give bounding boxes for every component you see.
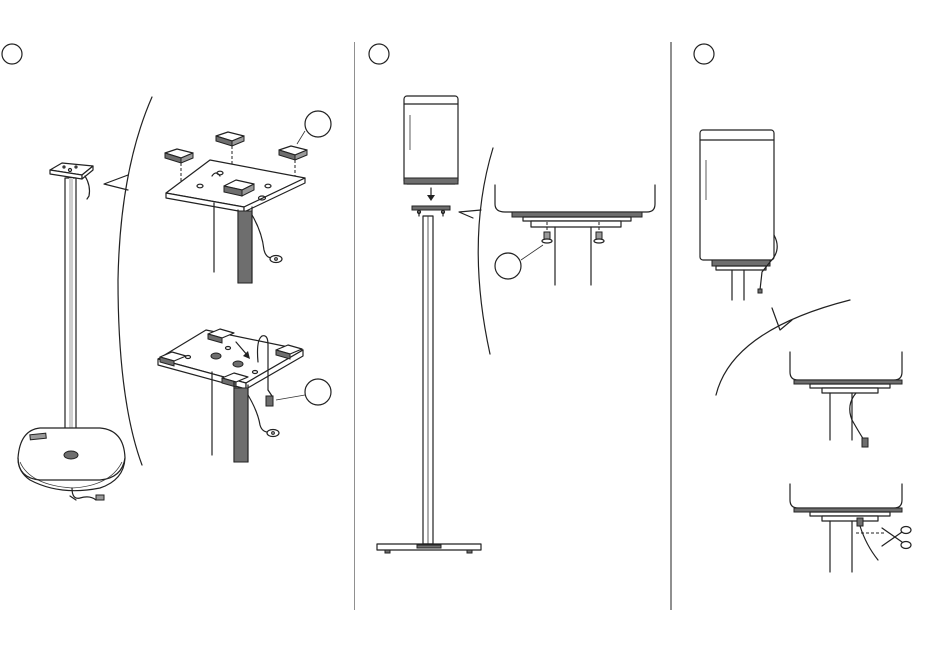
pads-exploded-detail — [165, 111, 331, 283]
zoom-bubble-outline — [478, 148, 493, 354]
step-1-illustration — [0, 0, 355, 654]
cable-cut-detail — [790, 484, 911, 572]
speaker — [404, 96, 458, 201]
stand-with-plate — [377, 206, 481, 553]
panel-step-1 — [0, 0, 355, 654]
screws-detail — [495, 185, 655, 285]
step-2-illustration — [355, 0, 672, 654]
panel-step-3 — [672, 0, 950, 654]
pads-installed-detail — [158, 329, 331, 462]
step-3-marker — [694, 44, 714, 64]
step-3-illustration — [672, 0, 950, 654]
full-stand — [18, 163, 125, 500]
zoom-bubble-outline — [118, 97, 152, 465]
speaker-mounted — [700, 130, 777, 300]
panel-step-2 — [355, 0, 672, 654]
step-2-marker — [369, 44, 389, 64]
step-1-marker — [2, 44, 22, 64]
scissors-icon — [882, 527, 911, 549]
cable-routed-detail — [790, 352, 902, 447]
